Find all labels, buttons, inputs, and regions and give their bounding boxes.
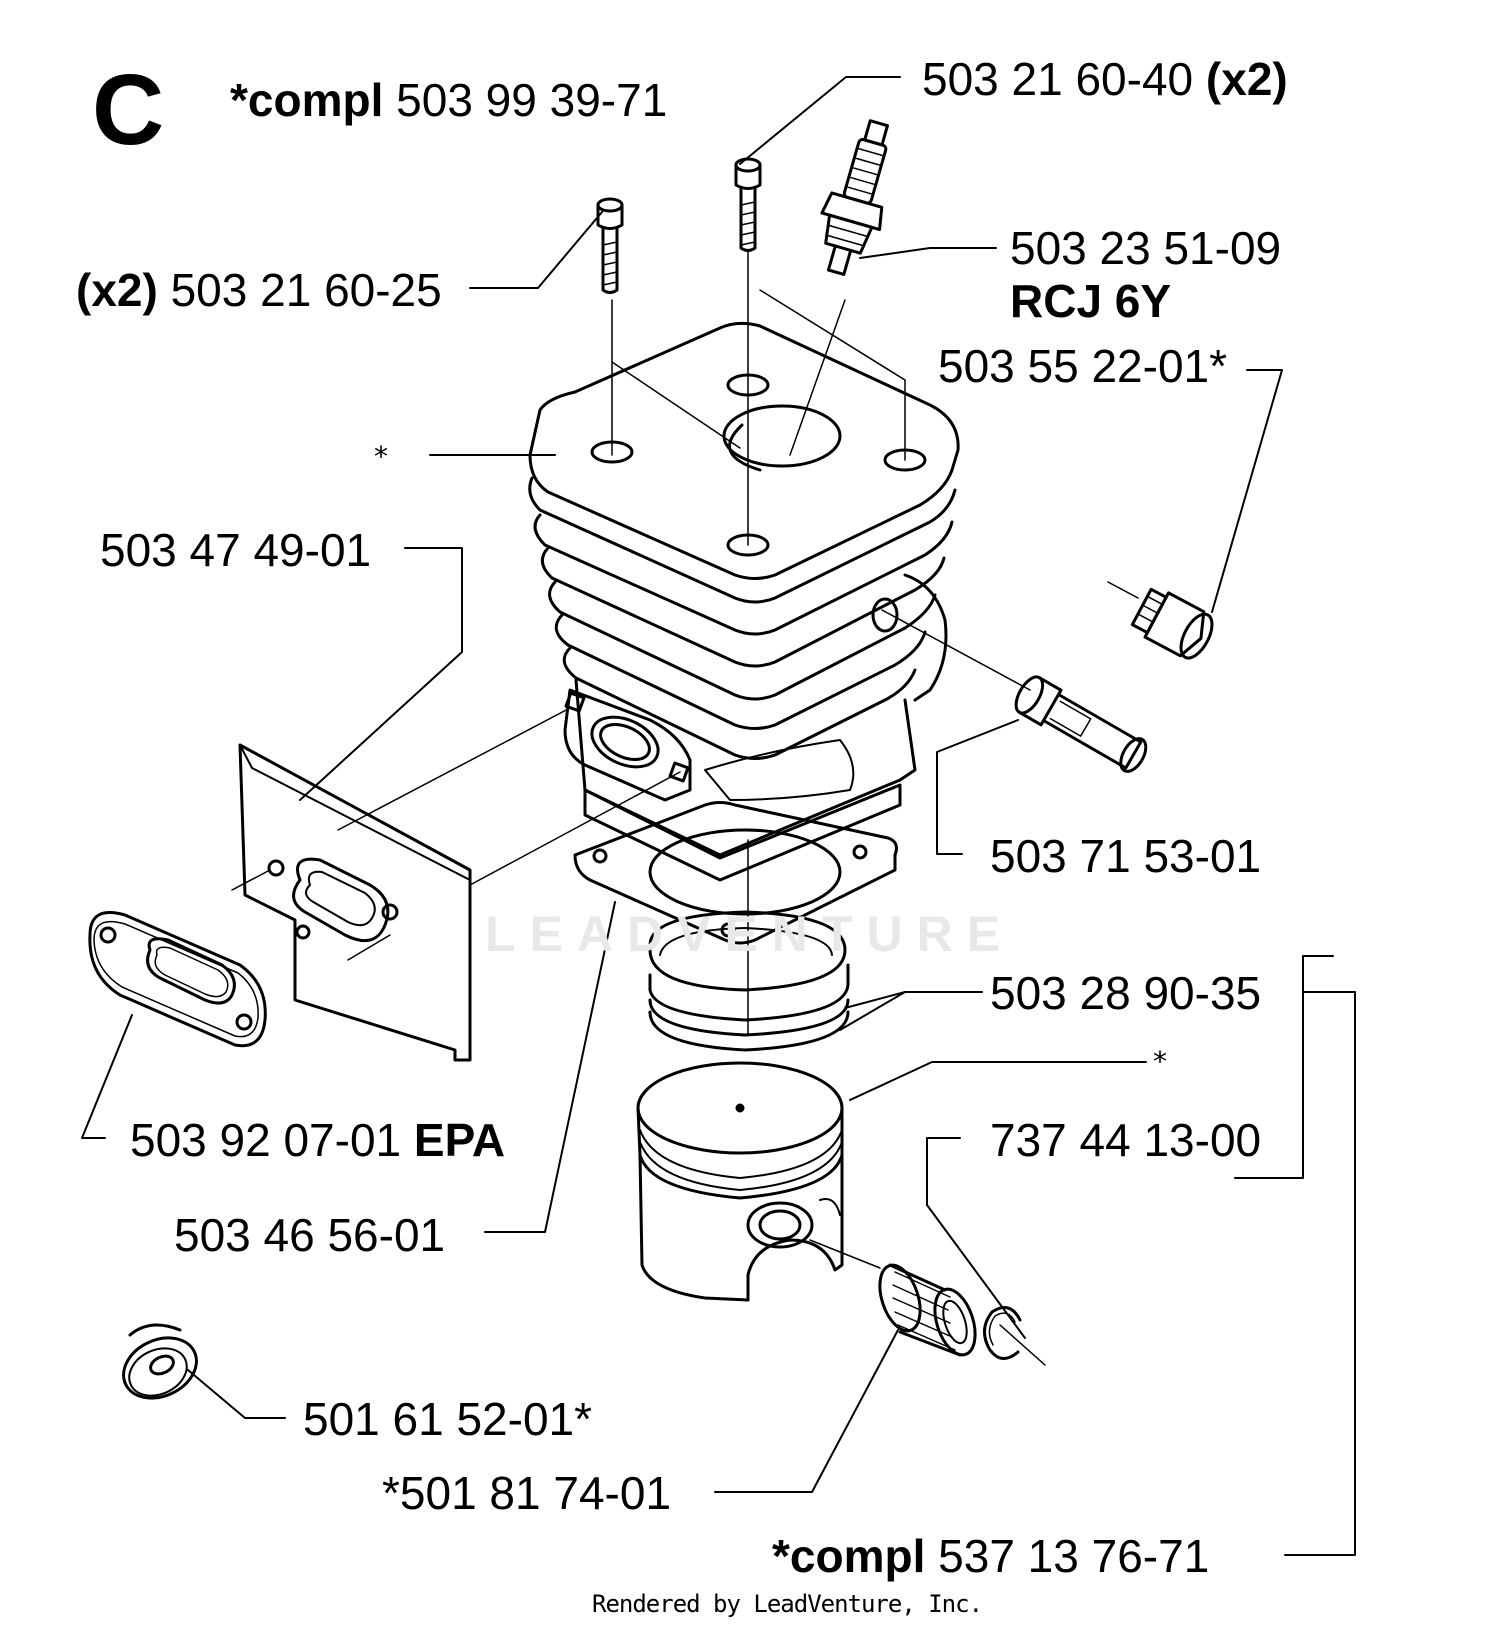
callout-piston-pin[interactable]: 737 44 13-00 <box>990 1117 1261 1163</box>
callout-needle-bearing[interactable]: *501 81 74-01 <box>382 1470 671 1516</box>
heat-shield-icon <box>240 745 470 1060</box>
callout-screw-top[interactable]: 503 21 60-40 (x2) <box>922 56 1288 102</box>
callout-piston-kit[interactable]: *compl 537 13 76-71 <box>772 1533 1209 1579</box>
cylinder-icon <box>530 323 958 880</box>
callout-heat-shield[interactable]: 503 47 49-01 <box>100 527 371 573</box>
section-letter: C <box>92 54 165 166</box>
spark-plug-type: RCJ 6Y <box>1010 275 1172 327</box>
callout-cylinder-kit[interactable]: *compl 503 99 39-71 <box>230 77 667 123</box>
part-number: 503 28 90-35 <box>990 967 1262 1019</box>
leader-lines <box>82 77 1355 1555</box>
muffler-gasket-icon <box>90 913 265 1046</box>
part-number: 503 46 56-01 <box>174 1209 446 1261</box>
plug-cap-icon <box>114 1325 207 1409</box>
part-number: 503 55 22-01* <box>938 340 1228 392</box>
part-number: 503 99 39-71 <box>396 74 668 126</box>
valve-bolt-icon <box>1011 673 1152 778</box>
piston-icon <box>638 1063 842 1300</box>
callout-prefix: *compl <box>772 1530 926 1582</box>
watermark: LEADVENTURE <box>485 906 1015 962</box>
footer-credit: Rendered by LeadVenture, Inc. <box>592 1590 983 1618</box>
callout-base-gasket[interactable]: 503 46 56-01 <box>174 1212 445 1258</box>
part-number: 501 61 52-01* <box>303 1393 593 1445</box>
decompression-valve-icon <box>1130 585 1219 664</box>
callout-quantity: (x2) <box>76 264 158 316</box>
part-number: 537 13 76-71 <box>938 1530 1210 1582</box>
callout-gasket-epa[interactable]: 503 92 07-01 EPA <box>130 1117 505 1163</box>
part-number: *501 81 74-01 <box>382 1467 672 1519</box>
piston-rings-icon <box>650 912 848 1050</box>
circlip-icon <box>984 1308 1020 1359</box>
callout-piston-rings[interactable]: 503 28 90-35 <box>990 970 1261 1016</box>
callout-piston-star[interactable]: * <box>1153 1045 1167 1078</box>
epa-label: EPA <box>413 1114 506 1166</box>
part-number: 503 21 60-25 <box>170 264 442 316</box>
spark-plug-icon <box>807 115 907 281</box>
callout-decomp-valve[interactable]: 503 55 22-01* <box>938 343 1227 389</box>
part-number: 503 23 51-09 <box>1010 222 1282 274</box>
callout-plug-valve[interactable]: 503 71 53-01 <box>990 833 1261 879</box>
part-number: 503 47 49-01 <box>100 524 372 576</box>
axis-lines <box>232 250 1138 1365</box>
callout-screw-left[interactable]: (x2) 503 21 60-25 <box>76 267 442 313</box>
callout-plug-cap[interactable]: 501 61 52-01* <box>303 1396 592 1442</box>
part-number: 503 21 60-40 <box>922 53 1194 105</box>
callout-spark-plug[interactable]: 503 23 51-09 <box>1010 225 1281 271</box>
callout-spark-plug-type[interactable]: RCJ 6Y <box>1010 278 1171 324</box>
screw-top-icon <box>736 159 760 251</box>
needle-bearing-icon <box>872 1260 982 1360</box>
part-number: 503 92 07-01 <box>130 1114 402 1166</box>
callout-cylinder-star[interactable]: * <box>374 440 388 473</box>
screw-left-icon <box>598 199 622 293</box>
part-number: 503 71 53-01 <box>990 830 1262 882</box>
callout-prefix: *compl <box>230 74 384 126</box>
callout-quantity: (x2) <box>1205 53 1288 105</box>
part-number: 737 44 13-00 <box>990 1114 1262 1166</box>
